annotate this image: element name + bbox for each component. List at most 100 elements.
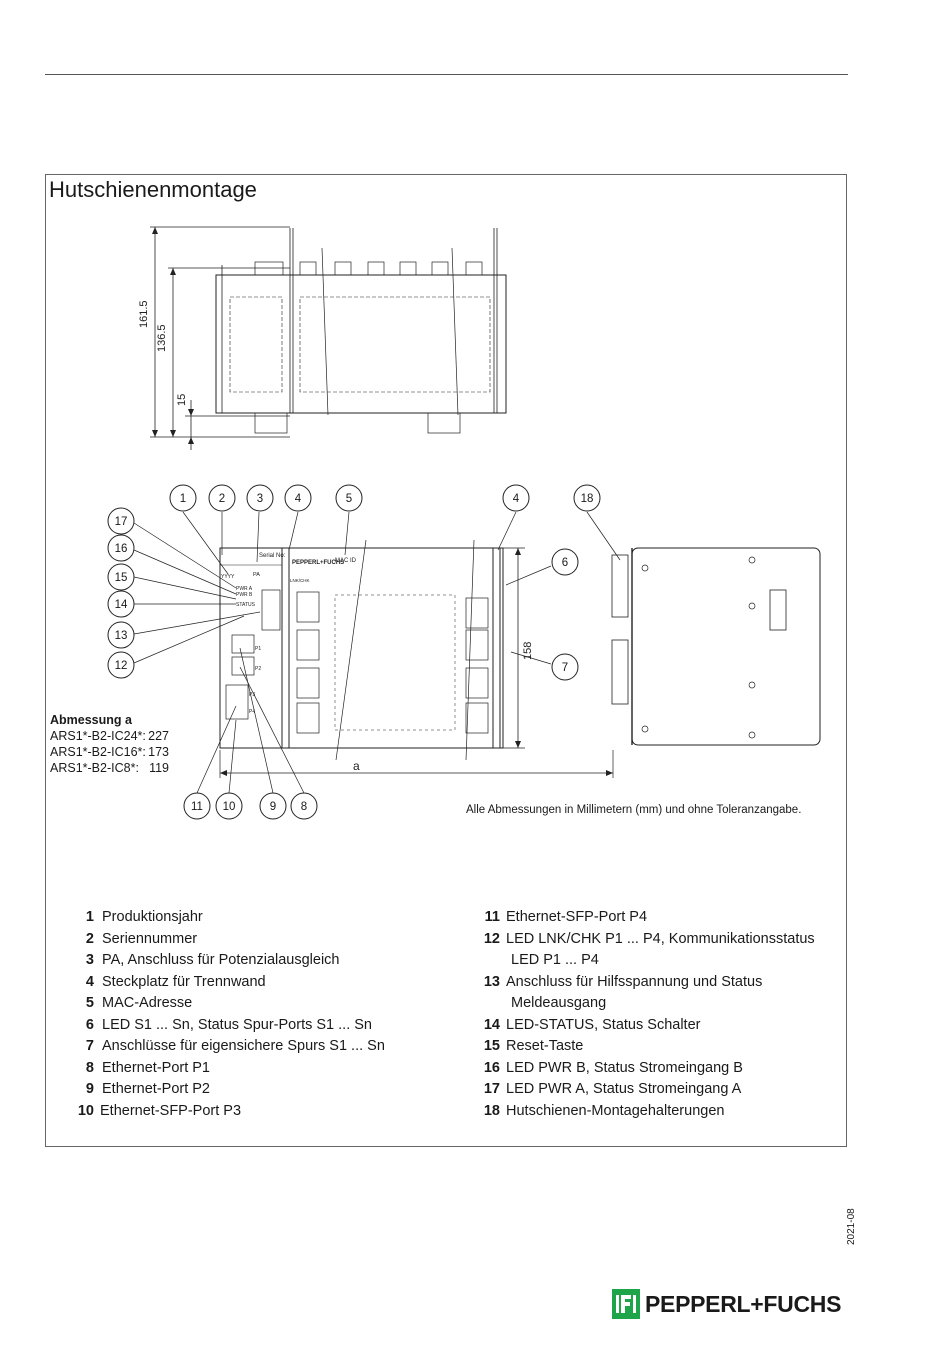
dimension-model: ARS1*-B2-IC24*: — [50, 729, 146, 743]
dim-15: 15 — [176, 394, 188, 406]
callout-badges — [107, 484, 601, 820]
callout-8: 8 — [301, 801, 307, 813]
legend-number: 18 — [483, 1102, 500, 1119]
legend-item: 10 Ethernet-SFP-Port P3 — [78, 1101, 385, 1123]
legend-number: 17 — [483, 1081, 500, 1097]
dimension-value: 173 — [148, 745, 169, 759]
dim-158: 158 — [522, 642, 534, 660]
callout-12: 12 — [115, 660, 128, 672]
legend-number: 14 — [483, 1016, 500, 1033]
callout-13: 13 — [115, 630, 128, 642]
legend-continuation: LED P1 ... P4 — [511, 952, 599, 968]
legend-text: Steckplatz für Trennwand — [102, 973, 266, 990]
legend-number: 1 — [85, 909, 94, 925]
dimension-row: ARS1*-B2-IC16*: 173 — [50, 744, 169, 760]
legend-number: 11 — [484, 909, 500, 925]
callout-11: 11 — [191, 801, 203, 813]
dimension-note: Alle Abmessungen in Millimetern (mm) und… — [466, 804, 802, 816]
legend-text: LED S1 ... Sn, Status Spur-Ports S1 ... … — [102, 1016, 372, 1033]
legend-text: Produktionsjahr — [102, 909, 203, 925]
dimension-model: ARS1*-B2-IC16*: — [50, 745, 146, 759]
callout-1: 1 — [180, 493, 186, 505]
callout-14: 14 — [115, 599, 128, 611]
legend-text: Anschluss für Hilfsspannung und Status — [506, 973, 763, 990]
mac-label: MAC ID — [335, 558, 357, 564]
legend-number: 13 — [483, 973, 500, 990]
p1-label: P1 — [255, 646, 261, 652]
serial-label: Serial No: — [259, 553, 286, 559]
dimension-row: ARS1*-B2-IC8*: 119 — [50, 760, 169, 776]
p4-label: P4 — [249, 709, 255, 715]
callout-5: 5 — [346, 493, 352, 505]
callout-17: 17 — [115, 516, 128, 528]
legend-text: Ethernet-Port P1 — [102, 1059, 210, 1076]
callout-15: 15 — [115, 572, 128, 584]
legend-item: 13 Anschluss für Hilfsspannung und Status — [480, 972, 815, 994]
callout-10: 10 — [223, 801, 236, 813]
legend-item: 17 LED PWR A, Status Stromeingang A — [480, 1079, 815, 1101]
date-code: 2021-08 — [846, 1208, 857, 1245]
legend-number: 4 — [85, 973, 94, 990]
logo-text: PEPPERL+FUCHS — [645, 1290, 842, 1317]
legend-item: 6 LED S1 ... Sn, Status Spur-Ports S1 ...… — [80, 1015, 385, 1037]
dim-136-5: 136.5 — [156, 324, 168, 352]
status-label: STATUS — [236, 602, 256, 608]
dimension-value: 119 — [149, 761, 169, 775]
top-view-drawing: 161.5 136.5 15 — [138, 226, 507, 450]
dim-a: a — [353, 759, 360, 773]
legend-text: LED PWR A, Status Stromeingang A — [506, 1081, 742, 1097]
pwrb-label: PWR B — [236, 592, 253, 598]
callout-16: 16 — [115, 543, 128, 555]
company-logo: PEPPERL+FUCHS — [612, 1289, 841, 1319]
legend-text: LED PWR B, Status Stromeingang B — [506, 1059, 743, 1076]
legend-number: 9 — [85, 1081, 94, 1097]
side-view-drawing — [611, 547, 821, 746]
dimension-model: ARS1*-B2-IC8*: — [50, 761, 139, 775]
legend-text: Ethernet-SFP-Port P4 — [506, 909, 648, 925]
legend-text: Reset-Taste — [506, 1038, 584, 1054]
legend-text: MAC-Adresse — [102, 995, 193, 1011]
header-rule — [45, 74, 848, 75]
callout-2: 2 — [219, 493, 225, 505]
callout-3: 3 — [257, 493, 263, 505]
legend-item: 4 Steckplatz für Trennwand — [80, 972, 385, 994]
legend-number: 8 — [85, 1059, 94, 1076]
brand-label: PEPPERL+FUCHS — [292, 560, 344, 566]
legend-number: 12 — [483, 930, 500, 947]
content-frame — [45, 174, 847, 1147]
legend-text: LED-STATUS, Status Schalter — [506, 1016, 701, 1033]
legend-text: Ethernet-SFP-Port P3 — [100, 1102, 242, 1119]
legend-number: 10 — [77, 1102, 94, 1119]
section-title: Hutschienenmontage — [49, 177, 257, 202]
pa-label: PA — [253, 572, 260, 578]
legend-number: 2 — [85, 930, 94, 947]
yyyy-label: YYYY — [221, 574, 235, 580]
legend-number: 6 — [85, 1016, 94, 1033]
legend-text: Hutschienen-Montagehalterungen — [506, 1102, 725, 1119]
callout-9: 9 — [270, 801, 276, 813]
dim-161-5: 161.5 — [138, 300, 150, 328]
legend-text: Ethernet-Port P2 — [102, 1081, 210, 1097]
dimension-table-heading: Abmessung a — [50, 713, 132, 727]
logo-mark-icon — [612, 1289, 640, 1319]
callout-18: 18 — [581, 493, 594, 505]
legend-item: 18 Hutschienen-Montagehalterungen — [480, 1101, 815, 1123]
callout-6: 6 — [562, 557, 568, 569]
callout-4: 4 — [295, 493, 302, 505]
legend-item: 8 Ethernet-Port P1 — [80, 1058, 385, 1080]
legend-continuation: Meldeausgang — [511, 995, 607, 1011]
legend-text: Anschlüsse für eigensichere Spurs S1 ...… — [102, 1038, 385, 1054]
pwra-label: PWR A — [236, 586, 253, 592]
callout-4b: 4 — [513, 493, 520, 505]
front-view-drawing: Serial No: PA PEPPERL+FUCHS MAC ID YYYY … — [219, 539, 614, 778]
